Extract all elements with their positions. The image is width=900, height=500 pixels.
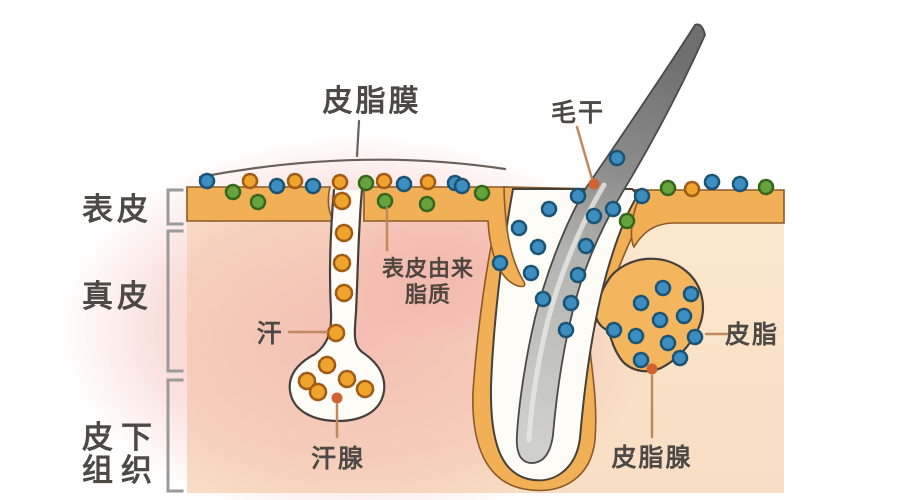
particle-dot: [304, 177, 322, 195]
bracket-subcutaneous: [166, 378, 184, 493]
particle-dot: [337, 369, 357, 389]
particle-dot: [682, 285, 700, 303]
particle-dot: [608, 149, 626, 167]
label-sweat-gland: 汗腺: [311, 444, 365, 473]
particle-dot: [703, 173, 721, 191]
epidermis-band-middle: [363, 186, 526, 288]
particle-dot: [357, 174, 375, 192]
particle-dot: [585, 207, 603, 225]
particle-dot: [376, 192, 394, 210]
particle-dot: [395, 175, 413, 193]
particle-dot: [522, 264, 540, 282]
particle-dot: [618, 212, 636, 230]
particle-dot: [224, 183, 242, 201]
particle-dot: [557, 321, 575, 339]
particle-dot: [297, 371, 317, 391]
hair-shaft-leader: [575, 125, 594, 181]
hair-trail-dots: [491, 149, 626, 339]
particle-dot: [510, 219, 528, 237]
particle-dot: [331, 173, 349, 191]
particle-dot: [562, 294, 580, 312]
particle-dot: [577, 237, 595, 255]
particle-dot: [334, 283, 354, 303]
label-dermis: 真皮: [82, 279, 152, 315]
marker-dot: [588, 178, 600, 190]
particle-dot: [651, 311, 669, 329]
particle-dot: [659, 334, 677, 352]
particle-dot: [334, 223, 354, 243]
label-epidermis-lipids-line1: 表皮由来: [382, 256, 474, 282]
particle-dot: [632, 351, 650, 369]
bracket-dermis: [166, 229, 184, 373]
particle-dot: [268, 177, 286, 195]
marker-dots: [331, 178, 658, 404]
surface-dots: [198, 172, 775, 230]
label-hair-shaft: 毛干: [551, 98, 605, 127]
particle-dot: [633, 187, 651, 205]
particle-dot: [241, 172, 259, 190]
particle-dot: [654, 279, 672, 297]
sebum-film-arc: [198, 158, 507, 179]
particle-dot: [540, 200, 558, 218]
particle-dot: [453, 177, 471, 195]
particle-dot: [683, 180, 701, 198]
particle-dot: [569, 266, 587, 284]
particle-dot: [632, 294, 650, 312]
sebum-film-leader: [355, 119, 361, 158]
hair-highlight: [526, 182, 607, 443]
hair-shaft: [515, 23, 706, 464]
particle-dot: [249, 193, 267, 211]
label-subcutaneous-line2: 组织: [82, 453, 160, 489]
label-subcutaneous-line1: 皮下: [82, 420, 160, 456]
particle-dot: [198, 172, 216, 190]
particle-dot: [286, 172, 304, 190]
particle-dot: [491, 254, 509, 272]
bracket-epidermis: [166, 188, 184, 226]
particle-dot: [529, 238, 547, 256]
particle-dot: [375, 172, 393, 190]
particle-dot: [605, 321, 623, 339]
particle-dot: [418, 195, 436, 213]
label-sebum-film: 皮脂膜: [323, 84, 422, 119]
sweat-dots: [297, 191, 375, 402]
label-sebaceous-gland: 皮脂腺: [611, 443, 692, 472]
marker-dot: [646, 363, 658, 375]
label-epidermis: 表皮: [82, 192, 152, 228]
particle-dot: [332, 191, 352, 211]
particle-dot: [757, 178, 775, 196]
particle-dot: [686, 328, 704, 346]
particle-dot: [317, 355, 337, 375]
particle-dot: [419, 173, 437, 191]
particle-dot: [671, 349, 689, 367]
label-sweat: 汗: [256, 319, 283, 348]
particle-dot: [659, 179, 677, 197]
particle-dot: [569, 187, 587, 205]
particle-dot: [355, 379, 375, 399]
sebaceous-dots: [605, 279, 704, 369]
label-sebum: 皮脂: [725, 320, 779, 349]
particle-dot: [326, 323, 346, 343]
marker-dot: [331, 392, 343, 404]
label-epidermis-lipids-line2: 脂质: [405, 282, 451, 308]
particle-dot: [627, 327, 645, 345]
particle-dot: [675, 307, 693, 325]
particle-dot: [473, 184, 491, 202]
particle-dot: [534, 290, 552, 308]
particle-dot: [332, 253, 352, 273]
particle-dot: [604, 200, 622, 218]
particle-dot: [731, 175, 749, 193]
particle-dot: [308, 382, 328, 402]
